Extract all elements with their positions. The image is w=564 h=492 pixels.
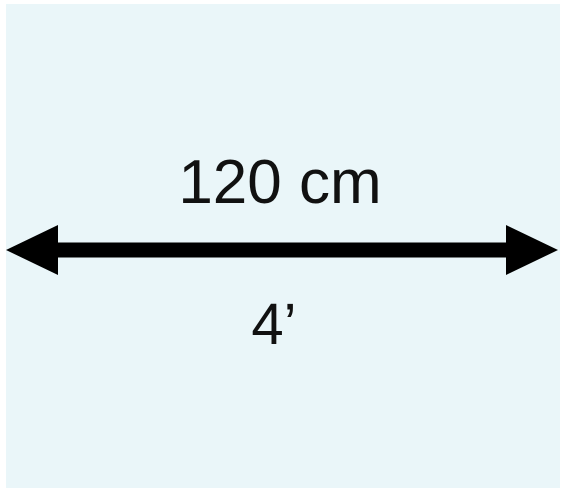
arrow-head-left (6, 225, 58, 275)
imperial-length-label: 4’ (251, 292, 297, 357)
metric-length-label: 120 cm (178, 148, 382, 217)
arrow-head-right (506, 225, 558, 275)
